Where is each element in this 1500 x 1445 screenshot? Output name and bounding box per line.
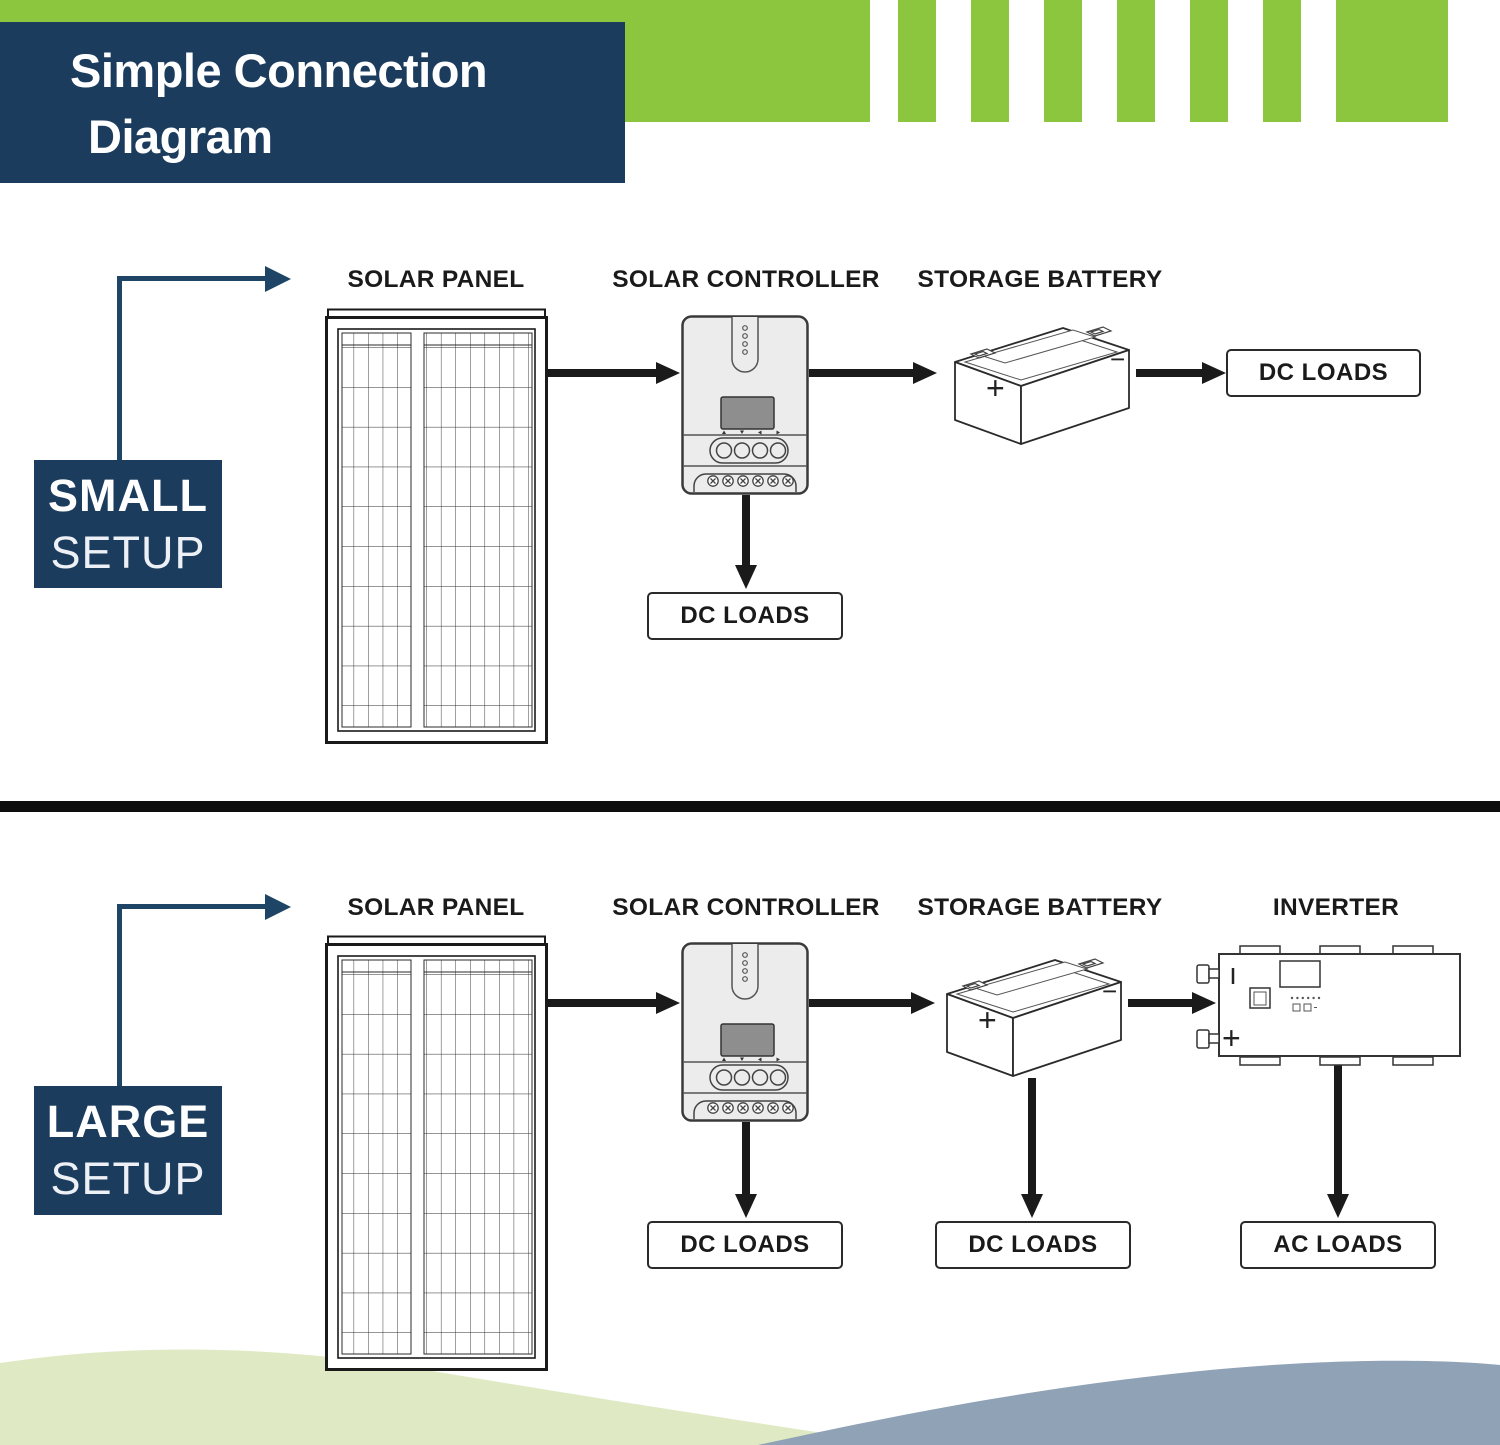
small-dc-loads-box-controller: DC LOADS (647, 592, 843, 640)
small-storage-battery-label: STORAGE BATTERY (917, 266, 1163, 293)
large-connector-arrowhead-icon (265, 893, 291, 920)
large-setup-badge-line1: LARGE (46, 1096, 210, 1147)
large-inverter-label: INVERTER (1272, 894, 1400, 921)
arrow-controller-to-dc-loads (742, 1122, 750, 1194)
large-solar-panel-label: SOLAR PANEL (347, 894, 525, 921)
arrow-battery-to-inverter (1128, 999, 1192, 1007)
small-dc-loads-label: DC LOADS (680, 602, 810, 629)
green-stripe (898, 0, 936, 122)
large-ac-loads-box: AC LOADS (1240, 1221, 1436, 1269)
small-dc-loads-box-battery: DC LOADS (1226, 349, 1421, 397)
arrow-controller-to-battery (809, 369, 913, 377)
small-setup-badge-line1: SMALL (48, 470, 208, 521)
arrowhead-icon (1192, 992, 1216, 1014)
arrowhead-icon (1021, 1194, 1043, 1218)
small-solar-controller-illustration (681, 315, 809, 495)
green-stripe (1263, 0, 1301, 122)
arrowhead-icon (656, 362, 680, 384)
page-title: Simple Connection Diagram (0, 22, 625, 183)
arrow-inverter-to-ac-loads (1334, 1065, 1342, 1194)
large-solar-controller-label: SOLAR CONTROLLER (612, 894, 880, 921)
inverter-illustration (1196, 945, 1461, 1066)
small-solar-controller-label: SOLAR CONTROLLER (612, 266, 880, 293)
large-dc-loads-label: DC LOADS (680, 1231, 810, 1258)
small-connector-arrowhead-icon (265, 265, 291, 292)
large-solar-panel-illustration (325, 935, 548, 1372)
large-setup-badge-line2: SETUP (50, 1153, 206, 1204)
green-stripe (1190, 0, 1228, 122)
large-dc-loads-label: DC LOADS (968, 1231, 1098, 1258)
large-dc-loads-box-battery: DC LOADS (935, 1221, 1131, 1269)
arrowhead-icon (1202, 362, 1226, 384)
wave-blue-shape (758, 1360, 1500, 1445)
green-stripe (1117, 0, 1155, 122)
arrow-battery-to-dc-loads (1028, 1078, 1036, 1194)
wave-green-shape (0, 1349, 905, 1445)
small-solar-panel-label: SOLAR PANEL (347, 266, 525, 293)
small-connector-vertical (117, 278, 122, 460)
small-battery-plus-symbol: + (986, 370, 1005, 406)
arrowhead-icon (735, 565, 757, 589)
small-battery-minus-symbol: − (1110, 344, 1126, 374)
arrow-panel-to-controller (548, 369, 656, 377)
arrow-panel-to-controller (548, 999, 656, 1007)
page-title-line2: Diagram (88, 110, 273, 163)
large-dc-loads-box-controller: DC LOADS (647, 1221, 843, 1269)
background-waves (0, 1349, 1500, 1445)
arrowhead-icon (911, 992, 935, 1014)
arrowhead-icon (1327, 1194, 1349, 1218)
green-stripe (971, 0, 1009, 122)
large-setup-badge: LARGE SETUP (34, 1086, 222, 1215)
large-solar-controller-illustration (681, 942, 809, 1122)
large-ac-loads-label: AC LOADS (1273, 1231, 1403, 1258)
arrow-battery-to-dc-loads (1136, 369, 1202, 377)
small-dc-loads-label: DC LOADS (1258, 359, 1389, 386)
large-connector-horizontal (117, 904, 265, 909)
small-connector-horizontal (117, 276, 265, 281)
arrowhead-icon (913, 362, 937, 384)
large-storage-battery-illustration (937, 948, 1128, 1078)
green-stripe (1044, 0, 1082, 122)
large-connector-vertical (117, 906, 122, 1086)
small-setup-badge-line2: SETUP (50, 527, 206, 578)
small-solar-panel-illustration (325, 308, 548, 745)
green-stripe-wide (1336, 0, 1448, 122)
inverter-plus-symbol: + (1222, 1020, 1241, 1056)
arrow-controller-to-battery (809, 999, 911, 1007)
page-title-line1: Simple Connection (70, 44, 488, 97)
arrow-controller-to-dc-loads (742, 495, 750, 565)
section-divider (0, 801, 1500, 812)
small-setup-badge: SMALL SETUP (34, 460, 222, 588)
arrowhead-icon (735, 1194, 757, 1218)
large-storage-battery-label: STORAGE BATTERY (917, 894, 1163, 921)
arrowhead-icon (656, 992, 680, 1014)
small-storage-battery-illustration (945, 316, 1136, 446)
large-battery-plus-symbol: + (978, 1002, 997, 1038)
large-battery-minus-symbol: − (1102, 976, 1118, 1006)
